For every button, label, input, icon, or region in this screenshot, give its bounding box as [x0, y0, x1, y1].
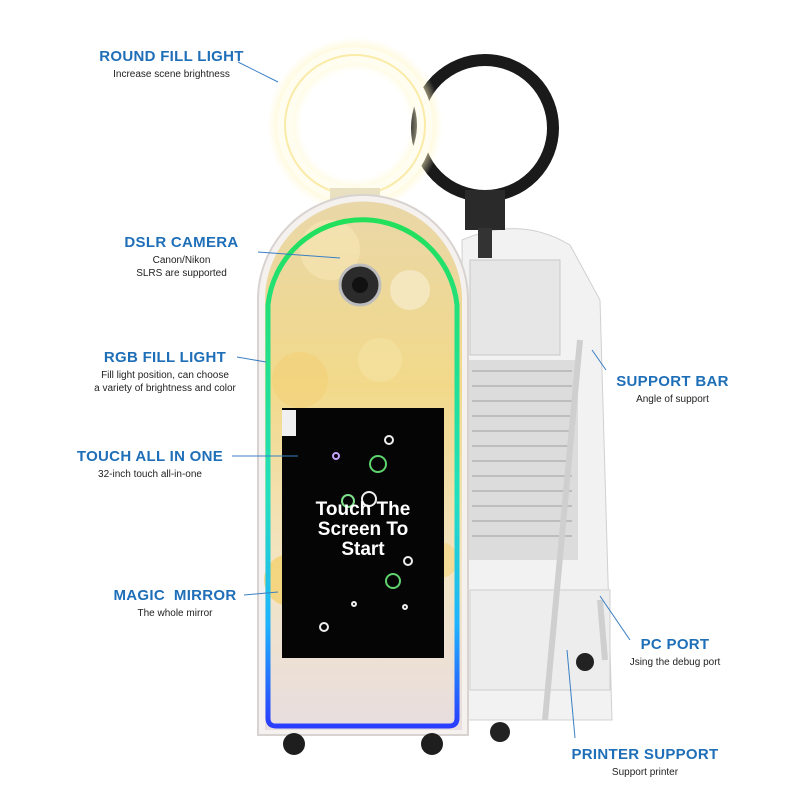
magic-mirror-sub: The whole mirror	[137, 608, 213, 619]
round-fill-light-title: ROUND FILL LIGHT	[99, 48, 244, 65]
front-cabinet	[257, 194, 469, 755]
dslr-camera-sub1: Canon/Nikon	[152, 255, 211, 266]
printer-support-sub: Support printer	[611, 767, 679, 778]
rgb-fill-light-sub2: a variety of brightness and color	[94, 383, 236, 394]
round-fill-light-label: ROUND FILL LIGHT Increase scene brightne…	[84, 48, 259, 81]
touch-all-in-one-sub: 32-inch touch all-in-one	[98, 469, 202, 480]
pc-port-sub: Jsing the debug port	[629, 657, 721, 668]
printer-support-title: PRINTER SUPPORT	[571, 746, 719, 763]
rgb-fill-light-title: RGB FILL LIGHT	[103, 349, 227, 366]
touch-all-in-one-title: TOUCH ALL IN ONE	[76, 448, 224, 465]
dslr-camera-title: DSLR CAMERA	[124, 234, 239, 251]
pc-port-label: PC PORT Jsing the debug port	[615, 636, 735, 669]
front-ring-light	[267, 37, 443, 213]
support-bar-label: SUPPORT BAR Angle of support	[605, 373, 740, 406]
screen-prompt: Touch The Screen To Start	[284, 500, 442, 560]
dslr-camera-sub2: SLRS are supported	[136, 268, 227, 279]
dslr-camera-label: DSLR CAMERA Canon/Nikon SLRS are support…	[104, 234, 259, 280]
rgb-fill-light-label: RGB FILL LIGHT Fill light position, can …	[80, 349, 250, 395]
leader-lines	[232, 61, 631, 739]
round-fill-light-sub: Increase scene brightness	[113, 69, 230, 80]
screen-line-3: Start	[341, 539, 385, 560]
magic-mirror-label: MAGIC MIRROR The whole mirror	[100, 587, 250, 620]
pc-port-title: PC PORT	[640, 636, 710, 653]
rgb-fill-light-sub1: Fill light position, can choose	[101, 370, 229, 381]
touch-all-in-one-label: TOUCH ALL IN ONE 32-inch touch all-in-on…	[65, 448, 235, 481]
touch-screen	[282, 408, 444, 658]
screen-line-2: Screen To	[317, 519, 409, 540]
support-bar-title: SUPPORT BAR	[616, 373, 729, 390]
magic-mirror-title: MAGIC MIRROR	[113, 587, 237, 604]
support-bar-sub: Angle of support	[636, 394, 709, 405]
printer-support-label: PRINTER SUPPORT Support printer	[560, 746, 730, 779]
back-unit	[461, 228, 613, 742]
screen-line-1: Touch The	[315, 499, 411, 520]
